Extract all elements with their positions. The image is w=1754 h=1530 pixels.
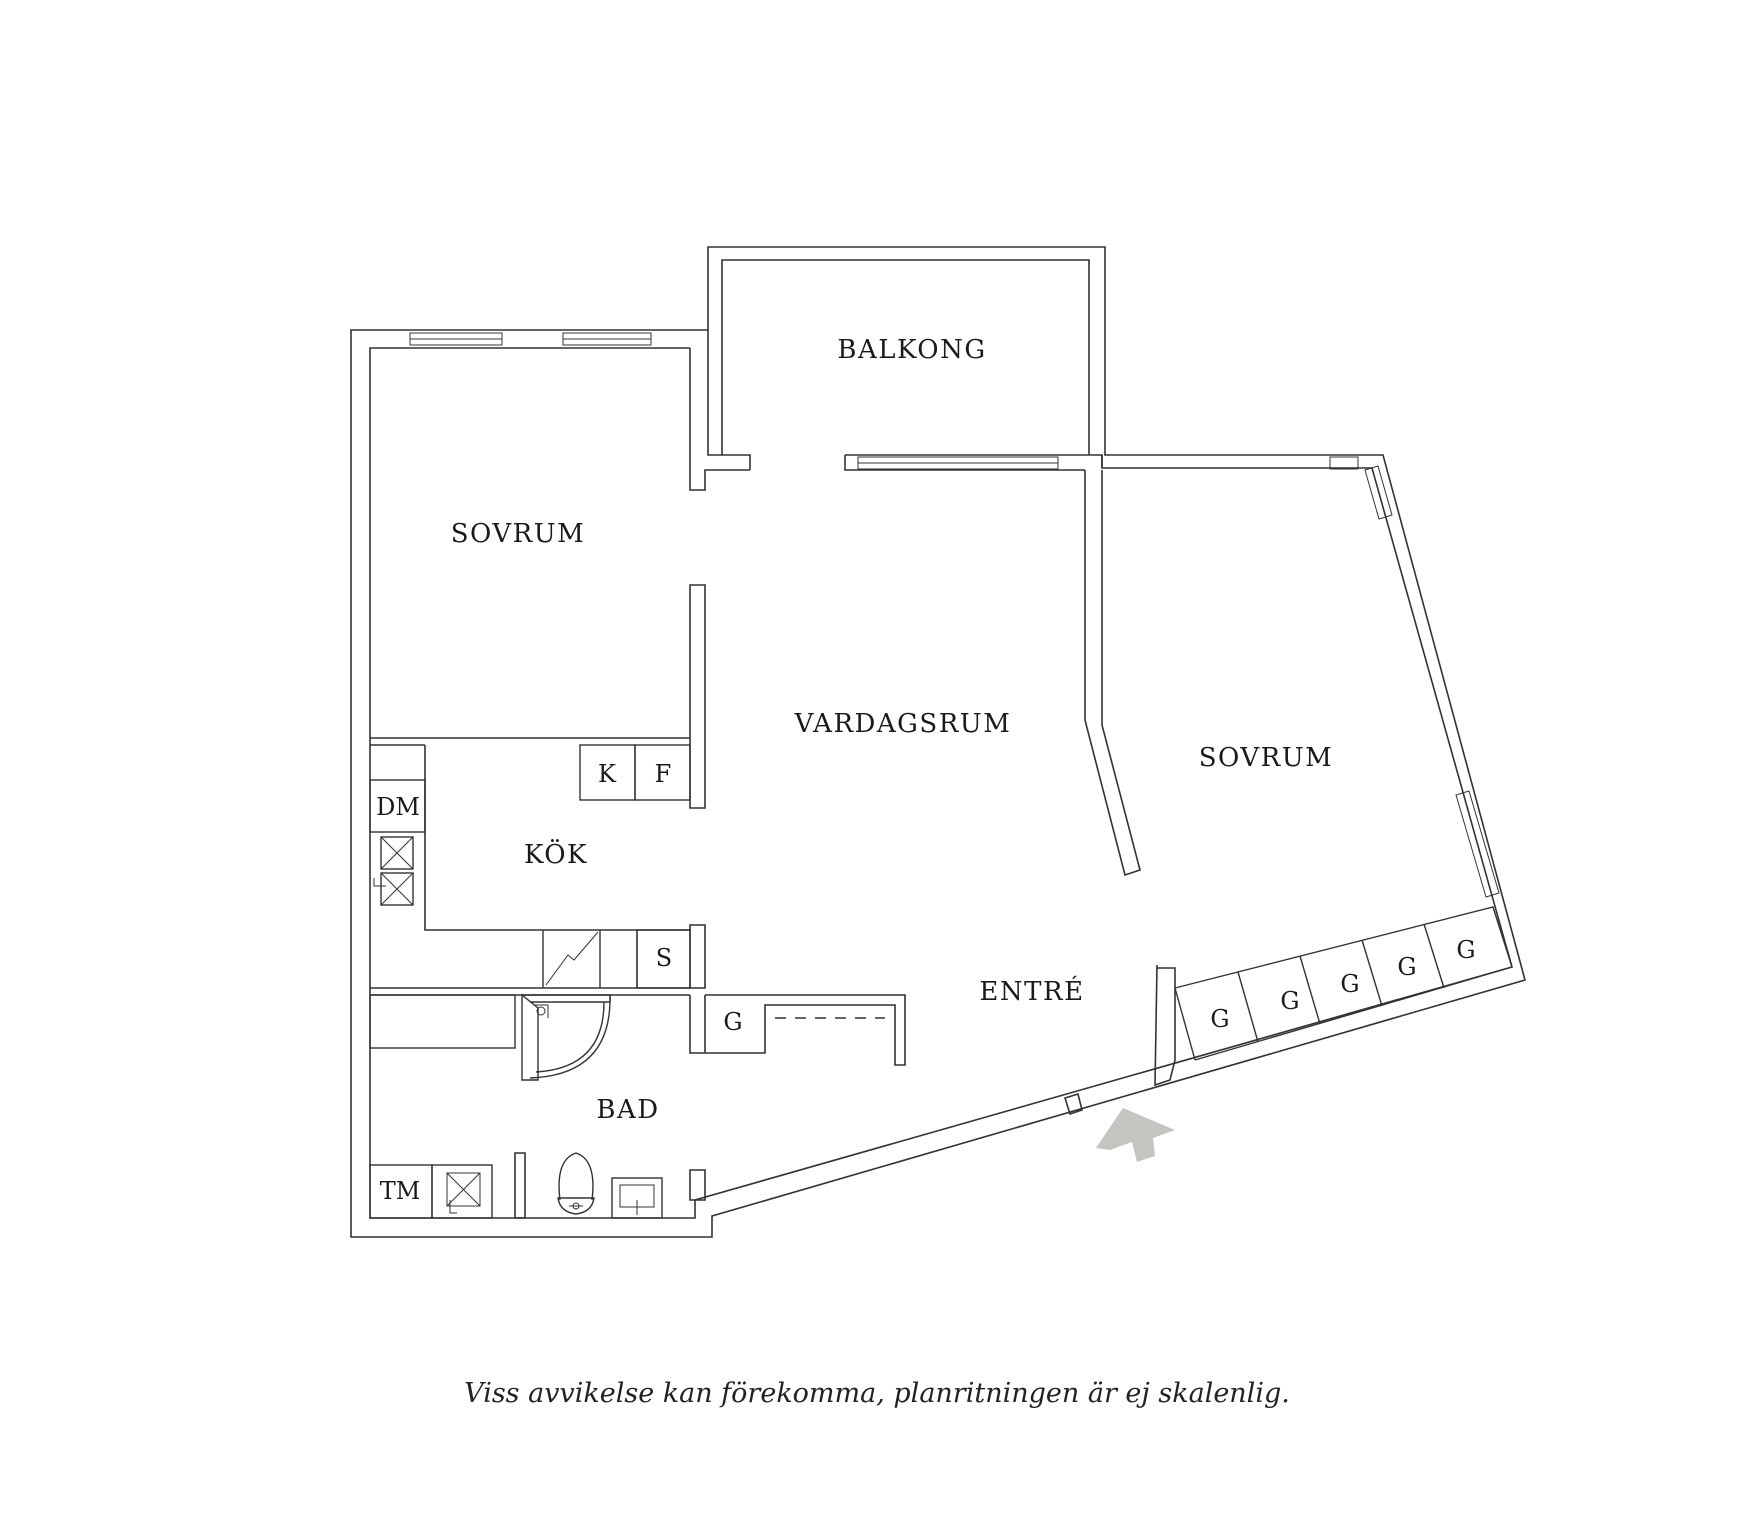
outer-walls [350,246,1526,1238]
wardrobe-label: G [1340,970,1359,998]
kitchen-fixtures [369,744,691,989]
washer-icon [431,1164,493,1219]
stairs-icon [545,931,599,986]
fixture-label-tm: TM [380,1177,421,1205]
room-label-sovrum-left: SOVRUM [451,519,586,549]
shower-icon [521,993,611,1081]
wardrobe-label: G [1280,987,1299,1015]
hob-icon [373,836,414,906]
room-label-bad: BAD [596,1095,659,1125]
windows [409,332,1500,898]
room-label-balkong: BALKONG [837,335,986,365]
interior-walls [370,470,1176,1219]
wardrobe-label: G [1210,1005,1229,1033]
room-label-vardagsrum: VARDAGSRUM [794,709,1012,739]
wardrobe-label: G [1397,953,1416,981]
fixture-label-dm: DM [376,793,420,821]
room-label-kok: KÖK [524,838,588,870]
fixture-label-k: K [598,760,617,788]
fixture-label-s: S [656,944,672,972]
sink-icon [611,1177,663,1219]
fixture-label-f: F [655,760,672,788]
fixture-label-g: G [723,1008,742,1036]
toilet-icon [557,1152,595,1215]
wardrobe-row [1174,906,1513,1061]
entre-closet [705,994,906,1066]
bath-counter [369,994,516,1049]
entrance-arrow-icon [1096,1108,1175,1162]
s-cabinet [636,929,691,989]
room-label-entre: ENTRÉ [979,975,1084,1007]
disclaimer-text: Viss avvikelse kan förekomma, planritnin… [464,1378,1290,1409]
wardrobe-label: G [1456,936,1475,964]
dm-cabinet [369,779,426,833]
bathroom-fixtures [369,993,663,1219]
f-cabinet [634,744,691,801]
room-label-sovrum-right: SOVRUM [1199,743,1334,773]
